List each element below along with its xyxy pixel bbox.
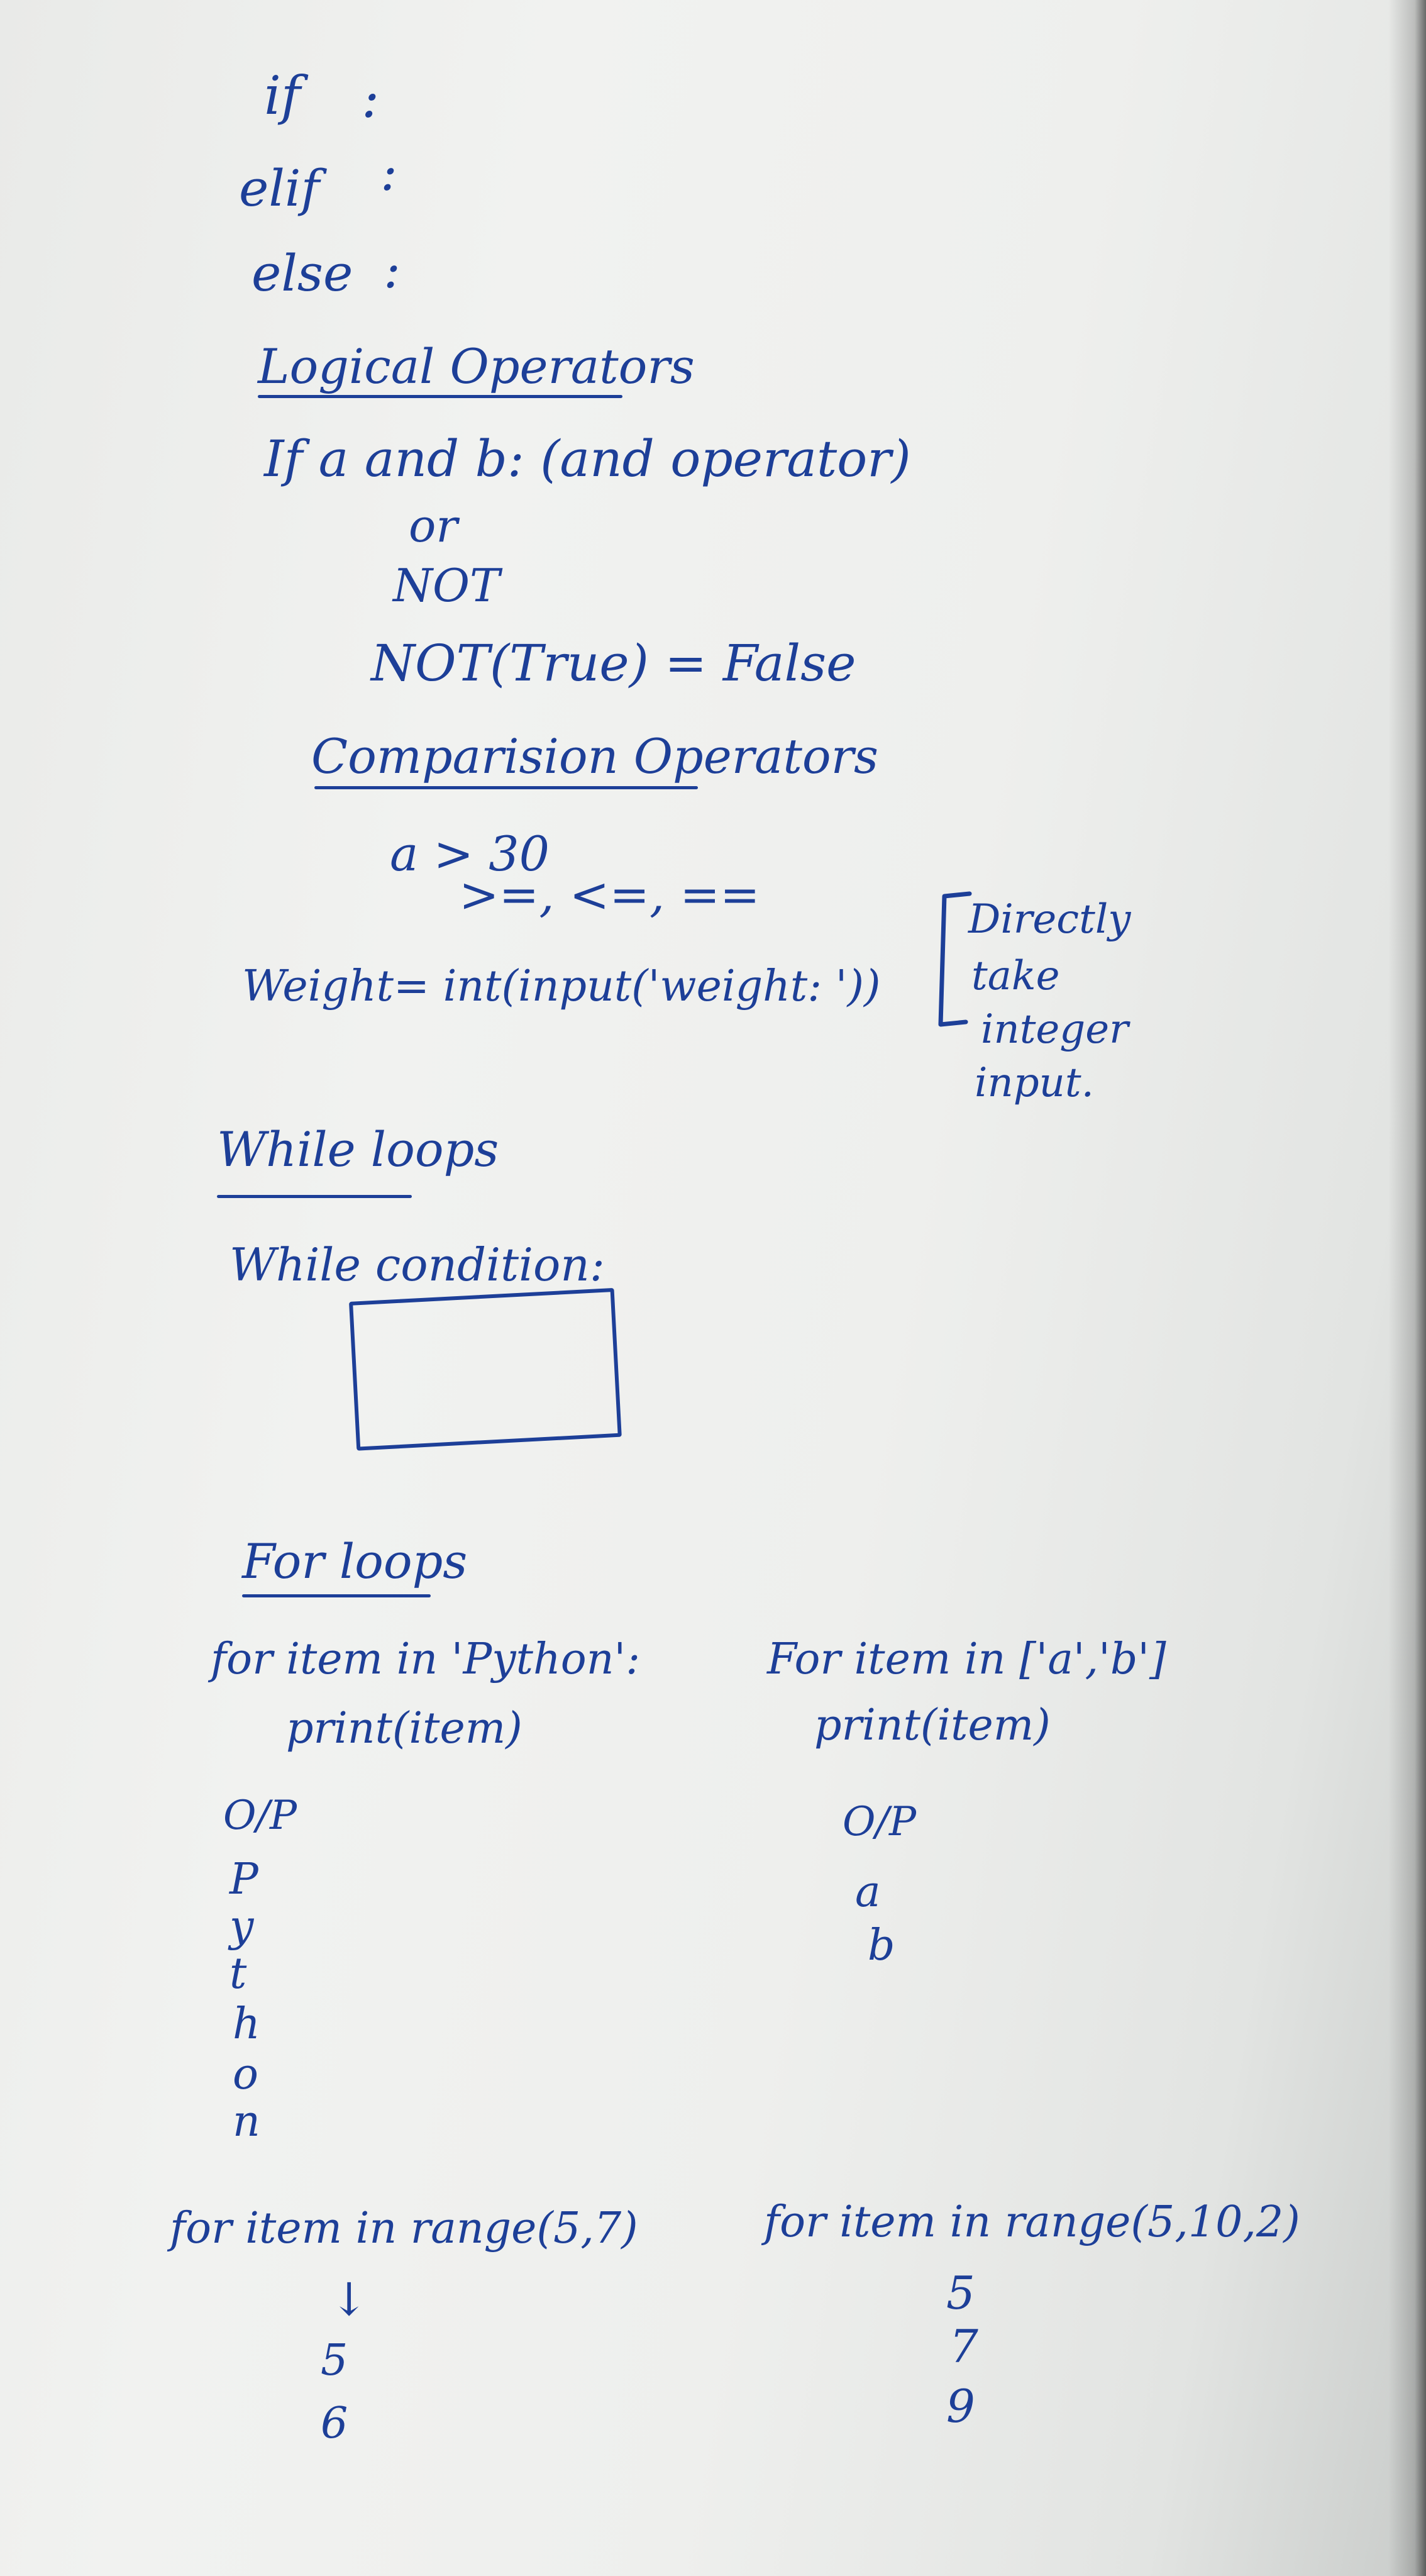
or-operator-line: or [409, 499, 458, 552]
weight-input-code: Weight= int(input('weight: ')) [242, 962, 881, 1011]
comparison-example: a > 30 [390, 826, 550, 882]
bracket-note-line-1: Directly [968, 896, 1131, 943]
comparison-operators-heading: Comparision Operators [311, 728, 878, 784]
bracket-icon [938, 891, 972, 1027]
for-string-op-label: O/P [223, 1792, 297, 1839]
for-list-output-item: b [868, 1921, 895, 1970]
for-range-code: for item in range(5,7) [170, 2204, 638, 2253]
for-range-output-item: 5 [321, 2336, 348, 2385]
for-string-output-item: t [229, 1949, 247, 1999]
for-range-step-output-item: 9 [946, 2380, 975, 2433]
for-range-step-output-item: 7 [949, 2320, 978, 2373]
if-colon: : [362, 68, 380, 130]
while-syntax: While condition: [229, 1238, 605, 1291]
for-range-output-item: 6 [321, 2399, 348, 2448]
for-loops-underline [242, 1594, 431, 1597]
notebook-binding-shadow [1388, 0, 1426, 2576]
logical-operators-underline [258, 395, 622, 398]
for-string-output-item: P [229, 1855, 258, 1904]
bracket-note-line-4: input. [975, 1060, 1094, 1106]
for-list-code: For item in ['a','b'] [767, 1635, 1166, 1684]
for-string-output-item: n [233, 2097, 260, 2146]
else-colon: : [384, 241, 401, 299]
if-keyword: if [264, 65, 301, 126]
not-operator-line: NOT [393, 559, 500, 612]
for-range-step-code: for item in range(5,10,2) [764, 2197, 1300, 2247]
for-list-output-item: a [855, 1867, 881, 1917]
elif-keyword: elif [239, 159, 320, 218]
for-string-output-item: o [233, 2050, 258, 2099]
comparison-operators-underline [314, 786, 698, 789]
while-loops-underline [217, 1195, 412, 1198]
comparison-ops-list: >=, <=, == [459, 867, 760, 923]
while-loops-heading: While loops [217, 1121, 499, 1177]
and-operator-line: If a and b: (and operator) [264, 430, 911, 488]
else-keyword: else [251, 244, 353, 303]
down-arrow-icon: ↓ [330, 2273, 368, 2326]
elif-colon: : [380, 143, 397, 202]
bracket-note-line-2: take [971, 953, 1060, 999]
for-string-code: for item in 'Python': [211, 1635, 641, 1684]
for-string-output-item: y [229, 1902, 254, 1951]
for-string-body: print(item) [286, 1704, 522, 1753]
not-example: NOT(True) = False [371, 634, 856, 692]
bracket-note-line-3: integer [981, 1006, 1129, 1053]
logical-operators-heading: Logical Operators [258, 338, 695, 394]
for-list-body: print(item) [814, 1701, 1051, 1750]
for-list-op-label: O/P [843, 1799, 917, 1845]
for-string-output-item: h [233, 1999, 260, 2049]
for-range-step-output-item: 5 [946, 2267, 975, 2319]
for-loops-heading: For loops [242, 1533, 468, 1589]
while-body-box [349, 1287, 622, 1451]
